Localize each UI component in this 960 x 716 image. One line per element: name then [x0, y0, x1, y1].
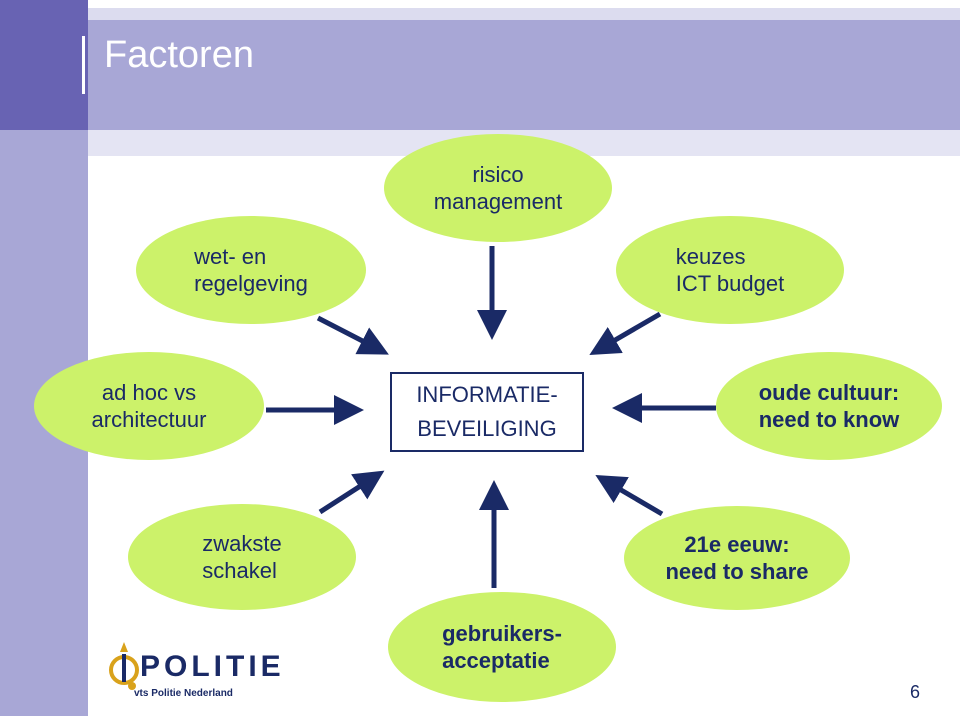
factor-line: need to know — [758, 407, 900, 432]
center-line: INFORMATIE- — [416, 381, 558, 407]
arrow-eeuw — [595, 474, 664, 517]
factor-21e-eeuw: 21e eeuw: need to share — [624, 506, 850, 610]
factor-line: risico — [472, 161, 524, 187]
title-rule — [82, 36, 85, 94]
arrow-wet — [316, 315, 389, 355]
factor-gebruikersacceptatie: gebruikers- acceptatie — [388, 592, 616, 702]
factor-risico-management: risico management — [384, 134, 612, 242]
factor-line: oude cultuur: — [758, 379, 900, 405]
factor-line: ICT budget — [675, 271, 785, 296]
factor-line: ad hoc vs — [101, 379, 197, 405]
factor-ad-hoc-architectuur: ad hoc vs architectuur — [34, 352, 264, 460]
factor-line: schakel — [202, 558, 277, 583]
slide-title: Factoren — [104, 34, 254, 76]
factor-line: management — [433, 189, 563, 214]
factor-line: architectuur — [91, 407, 207, 432]
factor-line: zwakste — [202, 530, 282, 556]
logo-subtitle: vts Politie Nederland — [134, 688, 233, 699]
factor-oude-cultuur: oude cultuur: need to know — [716, 352, 942, 460]
politie-logo: POLITIE vts Politie Nederland — [104, 636, 281, 702]
arrow-keuzes — [589, 311, 662, 356]
factor-line: gebruikers- — [442, 620, 562, 646]
header-thin-band — [88, 8, 960, 20]
factor-line: wet- en — [194, 243, 267, 269]
factor-line: 21e eeuw: — [684, 531, 790, 557]
factor-keuzes-ict-budget: keuzes ICT budget — [616, 216, 844, 324]
factor-line: need to share — [665, 559, 809, 584]
logo-wordmark: POLITIE — [140, 650, 285, 683]
factor-zwakste-schakel: zwakste schakel — [128, 504, 356, 610]
page-number: 6 — [910, 682, 921, 702]
center-informatiebeveiliging: INFORMATIE- BEVEILIGING — [390, 372, 584, 452]
factor-wet-regelgeving: wet- en regelgeving — [136, 216, 366, 324]
left-decorative-stripe-top — [0, 0, 88, 130]
header-band — [88, 20, 960, 130]
center-line: BEVEILIGING — [417, 416, 557, 441]
politie-emblem-icon — [109, 642, 139, 690]
factor-line: keuzes — [675, 243, 746, 269]
factor-line: acceptatie — [442, 648, 550, 673]
arrow-zwakste — [318, 470, 385, 515]
factor-line: regelgeving — [194, 271, 308, 296]
